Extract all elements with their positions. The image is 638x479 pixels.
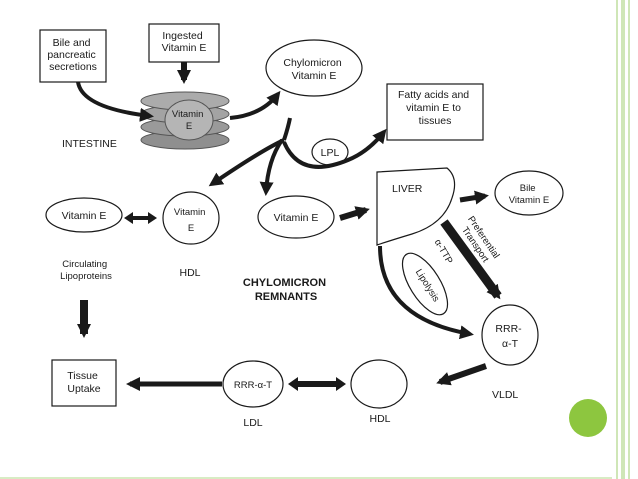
lipolysis-ellipse xyxy=(401,252,449,316)
arrow-to-fatty-acids xyxy=(282,128,387,169)
vitamin-e-left-ellipse xyxy=(45,197,123,233)
arrow-liver-to-vldl-curve xyxy=(378,245,474,340)
arrows xyxy=(76,62,502,391)
hdl-vitamin-ellipse xyxy=(162,191,220,245)
liver-shape xyxy=(376,167,456,246)
vitamin-e-mid-ellipse xyxy=(257,195,335,239)
hdl-bottom-ellipse xyxy=(350,359,408,409)
arrow-vldl-to-hdl xyxy=(436,363,487,386)
arrow-preferential xyxy=(440,219,502,300)
accent-dot xyxy=(569,399,607,437)
bile-label: Bile and pancreatic secretions xyxy=(47,37,98,73)
ldl-label: LDL xyxy=(243,417,262,429)
hdl-vitamin-label: Vitamin E xyxy=(174,207,208,234)
intestine-label: INTESTINE xyxy=(62,138,117,150)
double-arrow-vitamin-e-hdl xyxy=(124,212,157,224)
rrr-ldl-ellipse xyxy=(222,360,284,408)
arrow-intestine-to-chylomicron xyxy=(229,90,281,120)
rrr-vldl-label: RRR- α-T xyxy=(495,323,524,350)
bile-secretions-box xyxy=(39,29,107,83)
chylomicron-label: Chylomicron Vitamin E xyxy=(283,57,344,82)
bile-vitamin-e-ellipse xyxy=(494,170,564,216)
tissue-uptake-box xyxy=(51,359,117,407)
arrow-to-vitamin-e-mid xyxy=(259,138,284,196)
circulating-label: Circulating Lipoproteins xyxy=(60,259,112,282)
chylomicron-ellipse xyxy=(265,39,363,97)
intestine-shape xyxy=(140,91,230,150)
bile-vitamin-label: Bile Vitamin E xyxy=(509,183,549,206)
double-arrow-ldl-hdl xyxy=(288,377,346,391)
arrow-liver-to-bile xyxy=(459,190,489,205)
remnants-label: CHYLOMICRON REMNANTS xyxy=(243,277,329,303)
liver-label: LIVER xyxy=(392,183,423,195)
slide-right-border xyxy=(612,0,638,479)
lpl-label: LPL xyxy=(321,147,340,159)
double-arrows xyxy=(124,212,346,391)
intestine-vitamin-label: Vitamin E xyxy=(172,109,206,132)
vitamin-e-left-label: Vitamin E xyxy=(62,210,107,222)
rrr-ldl-label: RRR-α-T xyxy=(234,380,272,391)
arrow-bile-to-intestine xyxy=(76,81,154,122)
vitamin-e-mid-label: Vitamin E xyxy=(274,212,319,224)
arrow-vitamin-e-to-liver xyxy=(339,206,370,221)
rrr-vldl-ellipse xyxy=(481,304,539,366)
fatty-acids-label: Fatty acids and vitamin E to tissues xyxy=(398,89,472,127)
hdl-label-bottom: HDL xyxy=(369,413,390,425)
slide-bottom-border xyxy=(0,477,612,479)
tissue-uptake-label: Tissue Uptake xyxy=(67,370,101,395)
vldl-label: VLDL xyxy=(492,389,518,401)
ingested-label: Ingested Vitamin E xyxy=(162,30,207,54)
labels: Bile and pancreatic secretions Ingested … xyxy=(47,30,549,429)
arrow-chylo-trunk xyxy=(282,117,292,141)
fatty-acids-box xyxy=(386,83,484,141)
hdl-label-top: HDL xyxy=(179,267,200,279)
alpha-ttp-label: α-TTP xyxy=(432,237,455,266)
